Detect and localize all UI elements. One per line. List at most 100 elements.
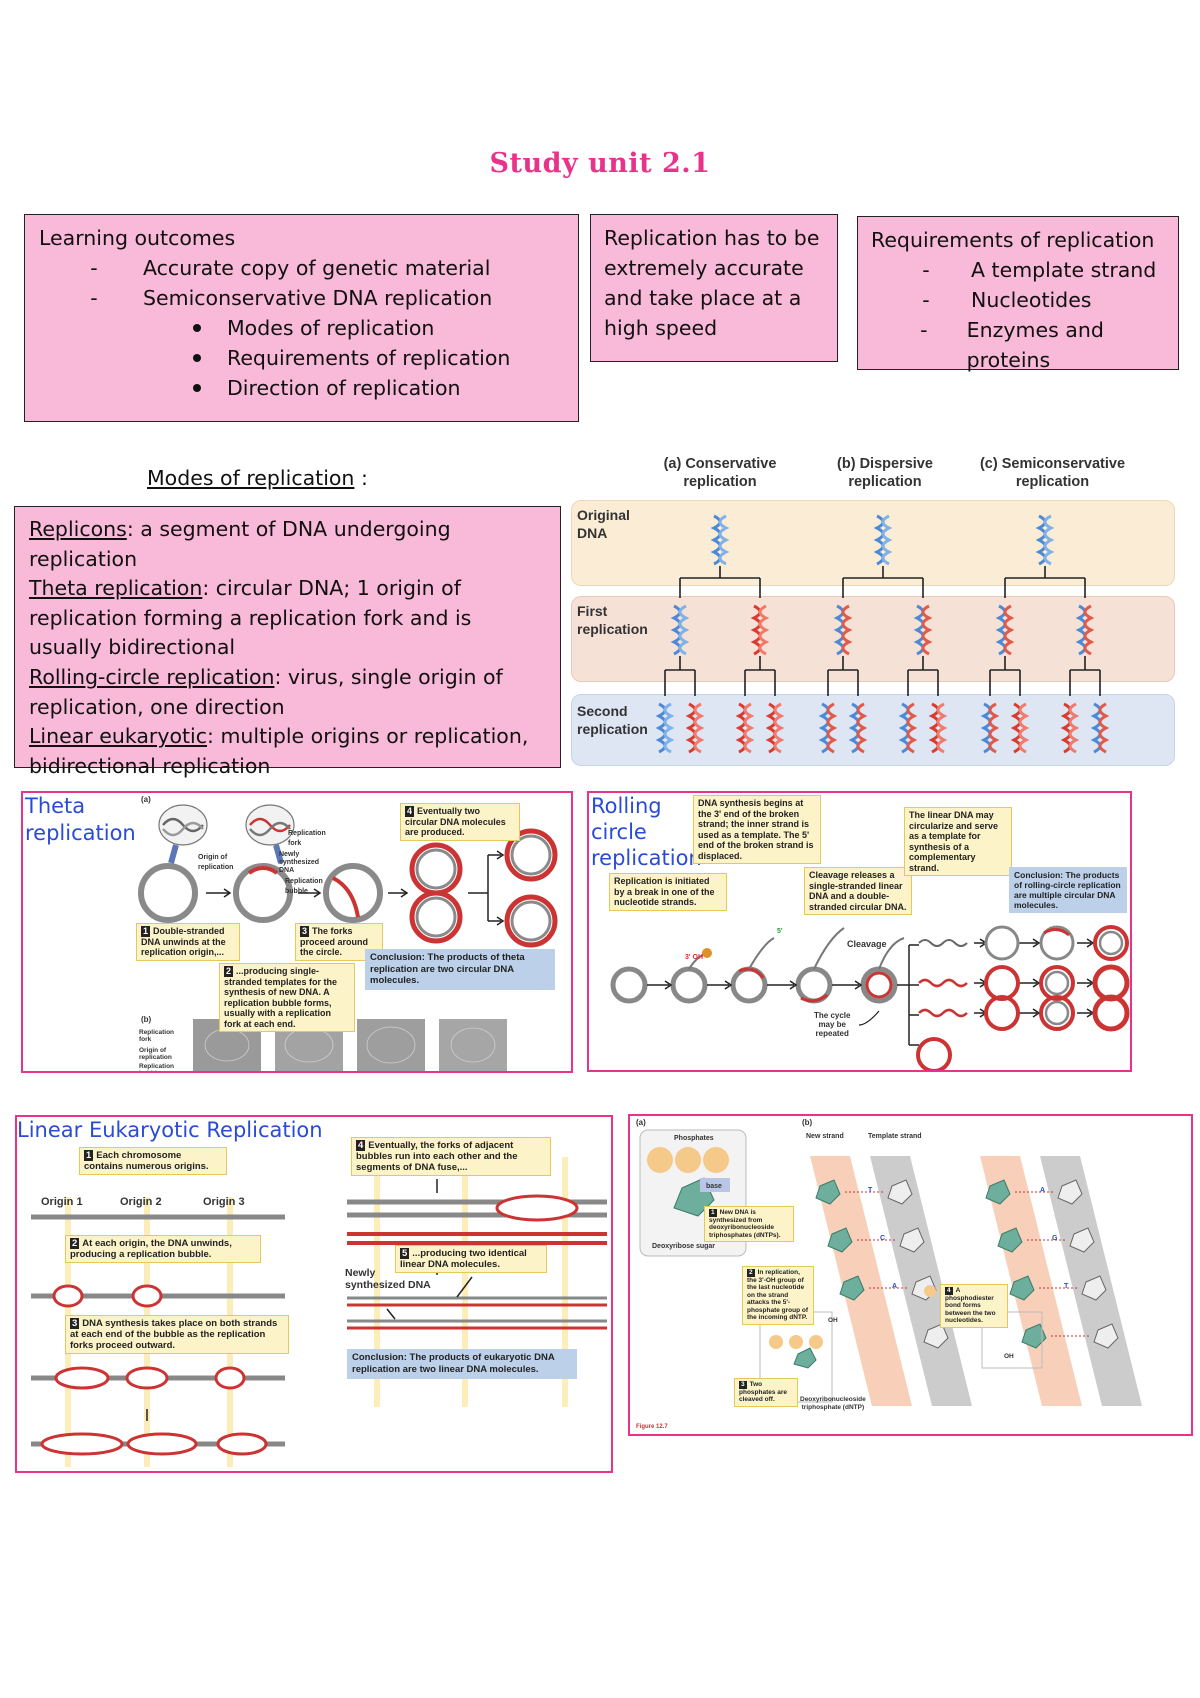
sugar-label: Deoxyribose sugar <box>652 1243 716 1250</box>
requirements-box: Requirements of replication -A template … <box>857 216 1179 372</box>
requirements-heading: Requirements of replication <box>871 228 1155 252</box>
linear-figure: Linear Eukaryotic Replication <box>15 1115 613 1473</box>
dntp-figure: (a) (b) <box>628 1114 1193 1436</box>
theta-figure: Theta replication (a) (b) <box>21 791 573 1073</box>
second-label: Second replication <box>577 703 648 737</box>
accuracy-line: Replication has to be <box>604 226 820 250</box>
dntp-diagram <box>639 1129 1142 1406</box>
oh-label: 3' OH <box>685 954 704 961</box>
dna-helix <box>737 702 753 754</box>
rolling-definition: Rolling-circle replication: virus, singl… <box>29 664 503 719</box>
linear-label: Linear Eukaryotic Replication <box>17 1118 323 1142</box>
rolling-diagram <box>610 925 1130 1070</box>
micro-bubble-label: Replication bubble <box>139 1063 175 1071</box>
outcome-bullet: Modes of replication <box>39 313 564 343</box>
branch-lines <box>664 566 1101 696</box>
panel-a-label: (a) <box>636 1118 646 1127</box>
learning-outcomes-box: Learning outcomes -Accurate copy of gene… <box>24 214 579 422</box>
dna-helix <box>767 702 783 754</box>
base-letter: G <box>1052 1235 1058 1242</box>
linear-step-5: 5...producing two identical linear DNA m… <box>395 1245 547 1273</box>
accuracy-line: high speed <box>604 316 718 340</box>
dna-helix <box>875 514 891 566</box>
dna-helix <box>1012 702 1028 754</box>
fork-label: Replication fork <box>288 830 326 847</box>
panel-a-label: (a) <box>141 795 151 804</box>
rolling-conclusion: Conclusion: The products of rolling-circ… <box>1009 867 1127 913</box>
newly-synthesized-label: Newly synthesized DNA <box>279 851 320 874</box>
dna-helix <box>850 702 866 754</box>
phosphates-label: Phosphates <box>674 1135 714 1142</box>
requirement-item: -Enzymes and proteins <box>920 318 1104 372</box>
dna-helix <box>752 604 768 656</box>
original-label: Original DNA <box>577 507 630 541</box>
rolling-note-break: Replication is initiated by a break in o… <box>609 873 727 911</box>
dntp-label: Deoxyribonucleoside triphosphate (dNTP) <box>800 1396 866 1411</box>
micro-origin-label: Origin of replication <box>139 1047 172 1061</box>
dna-helix <box>1037 514 1053 566</box>
figure-number: Figure 12.7 <box>636 1424 668 1430</box>
rolling-figure: Rolling circle replication <box>587 791 1132 1072</box>
outcome-bullet: Requirements of replication <box>39 343 564 373</box>
dna-helix <box>820 702 836 754</box>
new-strand-label: New strand <box>806 1133 844 1140</box>
theta-step-2: 2...producing single-stranded templates … <box>219 963 355 1032</box>
oh-label: OH <box>1004 1353 1014 1360</box>
cleavage-label: Cleavage <box>847 939 887 949</box>
theta-definition: Theta replication: circular DNA; 1 origi… <box>29 576 472 660</box>
linear-diagram <box>31 1157 607 1467</box>
learning-outcomes-heading: Learning outcomes <box>39 226 236 250</box>
dna-helix <box>982 702 998 754</box>
panel-b-label: (b) <box>802 1118 813 1127</box>
micro-fork-label: Replication fork <box>139 1029 175 1043</box>
modes-box: Replicons: a segment of DNA undergoing r… <box>14 506 561 778</box>
rolling-note-cleavage: Cleavage releases a single-stranded line… <box>804 867 912 915</box>
outcome-item: -Semiconservative DNA replication <box>90 286 493 310</box>
base-letter: C <box>880 1235 886 1242</box>
dna-helix <box>915 604 931 656</box>
base-letter: A <box>892 1283 898 1290</box>
base-letter: T <box>1064 1283 1069 1290</box>
modes-figure: (a) Conservative replication (b) Dispers… <box>565 448 1187 768</box>
dna-helix <box>930 702 946 754</box>
accuracy-line: and take place at a <box>604 286 802 310</box>
accuracy-box: Replication has to be extremely accurate… <box>590 214 838 362</box>
requirement-item: -A template strand <box>922 258 1157 282</box>
first-band <box>571 596 1175 682</box>
linear-conclusion: Conclusion: The products of eukaryotic D… <box>347 1349 577 1379</box>
dna-helix <box>712 514 728 566</box>
dispersive-heading: (b) Dispersive replication <box>837 456 933 490</box>
dna-helix <box>900 702 916 754</box>
dna-helix <box>672 604 688 656</box>
conservative-heading: (a) Conservative replication <box>663 456 777 490</box>
dna-helix <box>657 702 673 754</box>
oh-label: OH <box>828 1317 838 1324</box>
replicons-definition: Replicons: a segment of DNA undergoing r… <box>29 517 451 571</box>
five-prime-label: 5' <box>777 928 783 935</box>
base-label: base <box>706 1183 722 1190</box>
modes-heading: Modes of replication : <box>147 466 368 490</box>
dna-helix <box>1092 702 1108 754</box>
original-band <box>571 500 1175 586</box>
outcome-item: -Accurate copy of genetic material <box>90 256 491 280</box>
modes-diagram <box>657 514 1108 754</box>
linear-definition: Linear eukaryotic: multiple origins or r… <box>29 724 529 778</box>
template-strand-label: Template strand <box>868 1133 922 1140</box>
dna-helix <box>1062 702 1078 754</box>
origin-label: Origin of replication <box>198 854 234 871</box>
base-letter: T <box>868 1187 873 1194</box>
dna-helix <box>997 604 1013 656</box>
rolling-label: Rolling circle replication <box>591 794 702 870</box>
bullet-icon <box>193 354 201 362</box>
panel-b-label: (b) <box>141 1015 152 1024</box>
theta-label: Theta replication <box>25 794 136 845</box>
bubble-label: Replication bubble <box>285 878 323 895</box>
